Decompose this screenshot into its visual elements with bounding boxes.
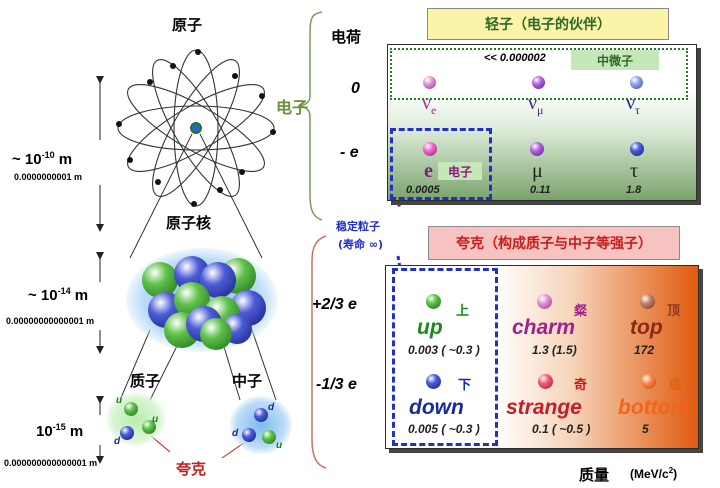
proton-glow [106,392,166,446]
neutron-title: 中子 [232,372,263,390]
quark-charm-cn: 粲 [574,304,588,319]
electron-mass: 0.0005 [406,184,440,196]
charge-minus-e: - e [340,144,359,161]
quark-strange-name: strange [506,396,582,419]
lepton-banner: 轻子（电子的伙伴） [427,8,669,40]
neutrino-mass: << 0.000002 [484,52,546,64]
stable-quark-box [392,268,498,446]
stable-particle-label: 稳定粒子 [336,220,380,233]
quark-top-cn: 顶 [667,304,681,319]
mass-label: 质量 [579,466,610,484]
charge-zero: 0 [351,80,360,97]
neutrino-label: 中微子 [571,50,659,70]
muon-mass: 0.11 [530,184,551,196]
quark-strange-cn: 奇 [574,378,588,393]
neutrino-e-symbol: νe [422,92,437,117]
quark-down-cn: 下 [458,378,472,393]
electron-group-label: 电子 [276,98,309,117]
quark-top-name: top [630,316,663,339]
nucleus-size-decimal: 0.00000000000001 m [6,316,95,326]
atom-title: 原子 [172,16,203,34]
neutrino-group-box [390,48,688,100]
quark-bottom-name: bottom [618,396,690,419]
atom-nucleus-dot [190,122,202,134]
quark-bottom-mass: 5 [642,422,649,436]
quark-banner: 夸克（构成质子与中子等强子） [428,226,680,260]
quark-strange-mass: 0.1 ( ~0.5 ) [532,422,591,436]
quark-down-name: down [409,396,464,419]
mass-unit: (MeV/c2) [630,466,678,481]
stable-electron-box [390,128,492,200]
quark-top-mass: 172 [634,343,655,357]
electron-cn: 电子 [438,162,482,180]
muon-symbol: μ [532,160,543,182]
tau-symbol: τ [630,160,639,182]
quark-bottom-cn: 底 [669,378,683,393]
electron-symbol: e [424,160,433,182]
quark-charm-name: charm [512,316,576,339]
tau-mass: 1.8 [626,184,642,196]
quark-up-name: up [417,316,443,339]
atom-electrons [116,49,276,207]
charge-minus-one-third: -1/3 e [316,376,357,393]
quark-up-mass: 0.003 ( ~0.3 ) [408,343,480,357]
neutrino-tau-symbol: ντ [626,92,640,117]
neutrino-mu-symbol: νμ [528,92,544,117]
quark-label: 夸克 [176,460,207,478]
charge-header: 电荷 [331,28,362,46]
nucleus-size: ~ 10-14 m [28,286,89,304]
quark-up-cn: 上 [456,304,470,319]
lifetime-label: (寿命 ∞) [338,238,384,251]
nucleus-title: 原子核 [166,214,212,232]
neutron-glow [230,396,292,454]
proton-title: 质子 [130,372,161,390]
nucleon-size: 10-15 m [36,422,84,440]
quark-charm-mass: 1.3 (1.5) [532,343,577,357]
quark-down-mass: 0.005 ( ~0.3 ) [408,422,480,436]
atom-size-decimal: 0.0000000001 m [14,172,83,182]
atom-size: ~ 10-10 m [12,150,73,168]
charge-plus-two-thirds: +2/3 e [312,296,357,313]
nucleon-size-decimal: 0.000000000000001 m [4,458,98,468]
